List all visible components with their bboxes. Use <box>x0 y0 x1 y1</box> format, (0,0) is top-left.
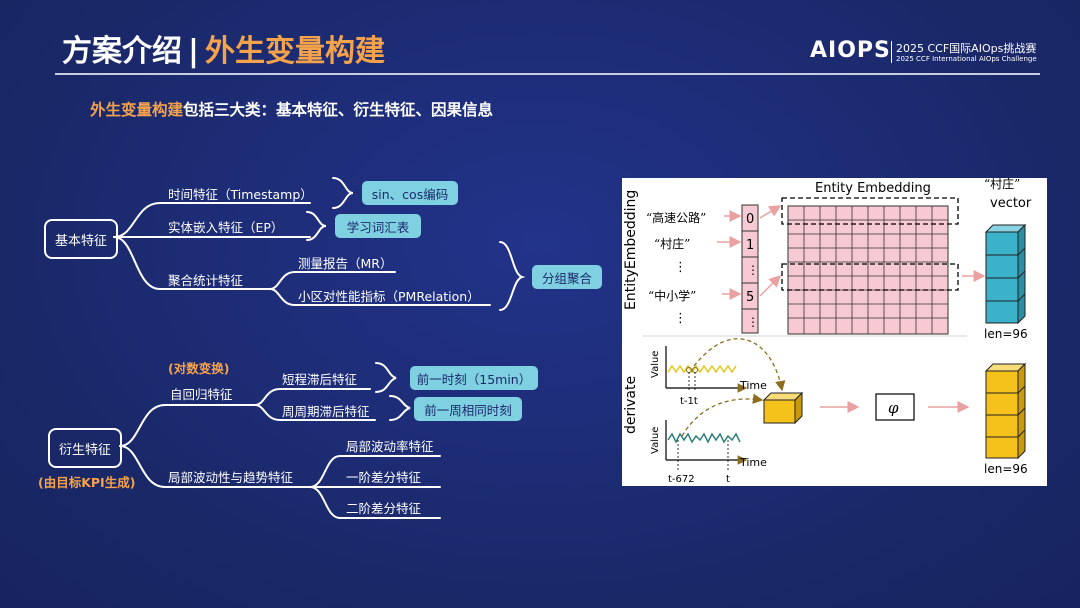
vector-title-1: “村庄” <box>984 178 1020 191</box>
node-derived-features: 衍生特征 <box>48 428 122 468</box>
index-dots-2: ⋮ <box>747 315 759 329</box>
embedding-figure: EntityEmbedding derivate “高速公路” “村庄” ⋮ “… <box>622 178 1047 486</box>
bracket-agg <box>499 241 526 311</box>
phi-symbol: φ <box>888 399 899 417</box>
connector-diff2 <box>309 486 441 519</box>
title-main: 方案介绍 <box>62 34 182 69</box>
connector-pm <box>269 288 491 306</box>
series-short-lag <box>665 346 748 393</box>
connector-mr <box>269 271 396 290</box>
connector-short <box>254 388 371 406</box>
pill-group-agg: 分组聚合 <box>532 265 602 289</box>
entity-village: “村庄” <box>654 236 690 251</box>
index-1: 1 <box>746 238 754 253</box>
title-accent: 外生变量构建 <box>204 34 385 69</box>
logo-divider <box>891 41 892 63</box>
derived-note: (由目标KPI生成) <box>38 475 136 490</box>
bracket-short <box>375 362 397 393</box>
subtitle-rest: 包括三大类：基本特征、衍生特征、因果信息 <box>183 101 494 119</box>
embedding-matrix <box>781 197 959 335</box>
t-label: t <box>726 474 730 485</box>
connector-vol <box>309 455 441 488</box>
connector-ar <box>119 404 256 447</box>
connector-period <box>254 404 376 421</box>
branch-agg-feature: 聚合统计特征 <box>168 273 244 288</box>
connector-time <box>113 202 311 238</box>
entity-highway: “高速公路” <box>646 210 706 225</box>
title-separator: | <box>188 34 199 69</box>
time-label-top: Time <box>739 379 767 392</box>
entity-school: “中小学” <box>648 288 696 303</box>
index-0: 0 <box>746 212 754 227</box>
connector-agg <box>113 236 271 290</box>
side-label-derivate: derivate <box>623 376 639 434</box>
ar-note: (对数变换) <box>168 361 230 376</box>
t-minus-1: t-1t <box>680 396 698 407</box>
pill-vocab: 学习词汇表 <box>335 214 421 238</box>
page-title: 方案介绍|外生变量构建 <box>62 26 385 70</box>
branch-local-volatility: 局部波动性与趋势特征 <box>168 470 294 485</box>
phi-box <box>875 393 915 421</box>
len-top: len=96 <box>984 327 1028 341</box>
leaf-short-lag: 短程滞后特征 <box>282 372 358 387</box>
logo-line-2: 2025 CCF International AIOps Challenge <box>896 55 1037 63</box>
logo-line-1: 2025 CCF国际AIOps挑战赛 <box>896 42 1037 55</box>
vector-title-2: vector <box>990 196 1032 211</box>
t-minus-672: t-672 <box>668 474 695 485</box>
side-label-entity: EntityEmbedding <box>623 190 639 310</box>
embedding-title: Entity Embedding <box>815 181 931 196</box>
subtitle: 外生变量构建包括三大类：基本特征、衍生特征、因果信息 <box>90 98 493 120</box>
bracket-time <box>332 177 354 209</box>
index-dots-1: ⋮ <box>747 263 759 277</box>
value-label-top: Value <box>650 351 661 378</box>
pill-prev-time: 前一时刻（15min） <box>410 366 538 390</box>
index-5: 5 <box>746 290 754 305</box>
branch-time-feature: 时间特征（Timestamp） <box>168 187 313 202</box>
branch-entity-feature: 实体嵌入特征（EP） <box>168 220 284 235</box>
entity-dots-1: ⋮ <box>674 260 687 275</box>
leaf-second-diff: 二阶差分特征 <box>346 501 422 516</box>
len-bottom: len=96 <box>984 462 1028 476</box>
node-basic-features: 基本特征 <box>44 219 118 259</box>
value-label-bottom: Value <box>650 427 661 454</box>
aiops-logo: AIOPS <box>810 38 891 63</box>
series-weekly-lag <box>665 420 748 470</box>
time-label-bottom: Time <box>739 456 767 469</box>
mindmap-connectors <box>113 177 526 519</box>
leaf-pm-relation: 小区对性能指标（PMRelation） <box>298 289 480 304</box>
leaf-first-diff: 一阶差分特征 <box>346 470 422 485</box>
entity-dots-2: ⋮ <box>674 311 687 326</box>
vector-cube-blue <box>984 223 1027 325</box>
vector-cube-yellow <box>984 362 1027 460</box>
feature-cube-small <box>762 391 804 425</box>
bracket-entity <box>306 211 327 241</box>
leaf-weekly-lag: 周周期滞后特征 <box>282 404 370 419</box>
leaf-local-volatility: 局部波动率特征 <box>346 439 434 454</box>
pill-prev-week: 前一周相同时刻 <box>414 397 522 421</box>
leaf-mr: 测量报告（MR） <box>298 256 393 271</box>
pill-sincos: sin、cos编码 <box>362 181 458 205</box>
title-divider <box>55 73 1040 75</box>
subtitle-highlight: 外生变量构建 <box>90 101 184 119</box>
embedding-diagram: EntityEmbedding derivate “高速公路” “村庄” ⋮ “… <box>623 178 1032 485</box>
bracket-period <box>389 395 411 421</box>
branch-autoregressive: 自回归特征 <box>170 387 233 402</box>
connector-local <box>119 445 311 488</box>
